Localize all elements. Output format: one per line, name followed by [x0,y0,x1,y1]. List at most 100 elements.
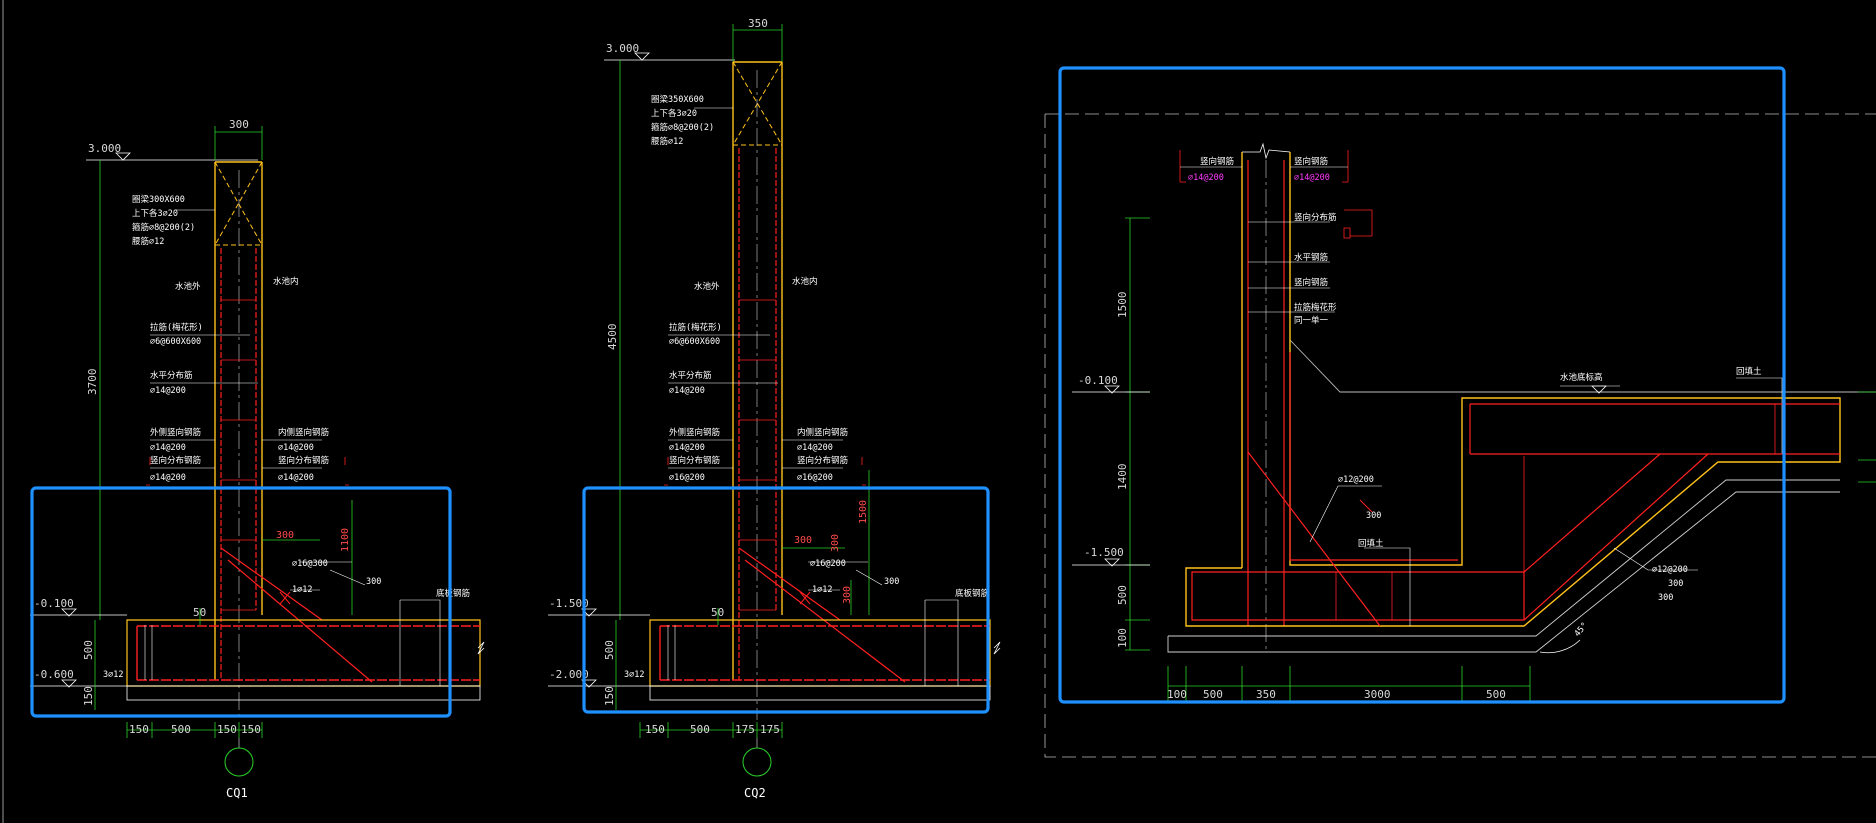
bottom-dim-3: 150 [217,723,237,736]
bottom-dim-3: 175 [735,723,755,736]
section-tag-cq1: CQ1 [226,786,248,800]
bottom-dim-4: 175 [760,723,780,736]
section-tag-cq2: CQ2 [744,786,766,800]
height-dim-label: 3700 [86,369,99,396]
tie-rebar-spec: ⌀6@600X600 [669,337,720,347]
view-extent-dashed [1044,113,1876,758]
haunch-height-label: 1500 [858,500,869,524]
outer-vertical-label: 外侧竖向钢筋 [150,427,201,438]
vertical-dist-spec: ⌀16@200 [669,473,705,483]
bottom-dim-2: 500 [171,723,191,736]
bottom-dim-2: 500 [690,723,710,736]
slab-rebar-label: 底板钢筋 [436,588,470,599]
outer-vertical-spec: ⌀14@200 [669,443,705,453]
blinding-layer [126,685,481,701]
haunch-vertical-label: 300 [830,534,841,552]
bottom-dim-1: 150 [129,723,149,736]
bottom-dim-1: 100 [1167,688,1187,701]
ring-beam-label-4: 腰筋⌀12 [132,236,164,247]
water-inside-label: 水池内 [273,276,299,287]
haunch-length-label: 300 [884,577,899,587]
label-vertical-2: 竖向钢筋 [1294,277,1328,288]
ring-beam-label-2: 上下各3⌀20 [132,208,178,219]
inner-dist-label: 竖向分布钢筋 [278,455,329,466]
ring-beam-label-3: 箍筋⌀8@200(2) [132,222,195,233]
ring-beam-cross [732,61,783,146]
bar-spec-left: ⌀14@200 [1188,173,1224,183]
inner-dist-spec: ⌀16@200 [797,473,833,483]
vertical-dist-label: 竖向分布钢筋 [150,455,201,466]
haunch-side-label: 300 [842,586,853,604]
horizontal-rebar-label: 水平分布筋 [669,370,712,381]
dim-500-label: 500 [603,640,616,660]
bottom-dim-3: 350 [1256,688,1276,701]
axis-bubble [742,747,772,777]
horizontal-rebar-spec: ⌀14@200 [150,386,186,396]
ring-beam-label-2: 上下各3⌀20 [651,108,697,119]
right-slope-bar-sub2: 300 [1658,593,1673,603]
haunch-width-label: 300 [794,535,812,546]
elevation-ground-label: -0.100 [34,597,74,610]
label-vertical-left: 竖向钢筋 [1200,156,1234,167]
inner-dist-spec: ⌀14@200 [278,473,314,483]
tie-rebar-spec: ⌀6@600X600 [150,337,201,347]
elevation-bottom-label: -2.000 [549,668,589,681]
break-mark [477,641,485,655]
dim-500-label: 500 [82,640,95,660]
pool-outline [1185,340,1841,627]
inner-vertical-spec: ⌀14@200 [797,443,833,453]
dim-100: 100 [1116,628,1129,648]
dim-500: 500 [1116,585,1129,605]
highlight-box-cq2[interactable] [582,486,990,714]
bottom-dim-5: 500 [1486,688,1506,701]
water-inside-label: 水池内 [792,276,818,287]
bottom-dim-4: 150 [241,723,261,736]
height-dim-label: 4500 [606,324,619,351]
vertical-dist-label: 竖向分布钢筋 [669,455,720,466]
inner-vertical-label: 内侧竖向钢筋 [797,427,848,438]
bottom-dim-1: 150 [645,723,665,736]
dim-150-label: 150 [82,686,95,706]
bottom-bar-label: 3⌀12 [103,670,123,680]
elevation-ground-label: -1.500 [549,597,589,610]
right-slope-bar-sub1: 300 [1668,579,1683,589]
bottom-dim-2: 500 [1203,688,1223,701]
elevation-ground: -0.100 [1078,374,1118,387]
ground-line [1289,339,1876,393]
section-cq2: 3.000 4500 350 圈梁350X600 上下各3⌀20 箍筋⌀8@20… [548,17,1001,800]
ring-beam-label-1: 圈梁350X600 [651,95,704,105]
horizontal-rebar-spec: ⌀14@200 [669,386,705,396]
backfill-label-mid: 回填土 [1358,538,1384,549]
outer-vertical-spec: ⌀14@200 [150,443,186,453]
elev-symbol-top [115,152,131,161]
water-outside-label: 水池外 [694,281,720,292]
haunch-bar-label: ⌀16@200 [810,559,846,569]
dim-1500: 1500 [1116,292,1129,319]
elevation-bottom-label: -0.600 [34,668,74,681]
backfill-label-right: 回填土 [1736,366,1762,377]
floor-level-label: 水池底标高 [1560,372,1603,383]
highlight-box-slope-section[interactable] [1058,66,1786,704]
right-slope-bar-label: ⌀12@200 [1652,565,1688,575]
slope-bar-label: ⌀12@200 [1338,475,1374,485]
inner-dist-label: 竖向分布钢筋 [797,455,848,466]
section-cq1: 3.000 3700 300 圈梁300X600 上下各3⌀20 箍筋⌀8@20… [30,118,485,800]
haunch-width-label: 300 [276,530,294,541]
label-vertical-right: 竖向钢筋 [1294,156,1328,167]
haunch-diagonal-rebar [1247,451,1381,627]
tie-rebar-label: 拉筋(梅花形) [669,322,722,333]
haunch-height-label: 1100 [340,528,351,552]
label-vertical-dist: 竖向分布筋 [1294,212,1337,223]
ring-beam-label-3: 箍筋⌀8@200(2) [651,122,714,133]
axis-bubble [224,747,254,777]
label-tie-1: 拉筋梅花形 [1294,302,1337,313]
inner-vertical-spec: ⌀14@200 [278,443,314,453]
water-outside-label: 水池外 [175,281,201,292]
ring-beam-label-1: 圈梁300X600 [132,195,185,205]
bottom-bar-label: 3⌀12 [624,670,644,680]
highlight-box-cq1[interactable] [30,486,452,718]
haunch-length-label: 300 [366,577,381,587]
top-width-label: 350 [748,17,768,30]
